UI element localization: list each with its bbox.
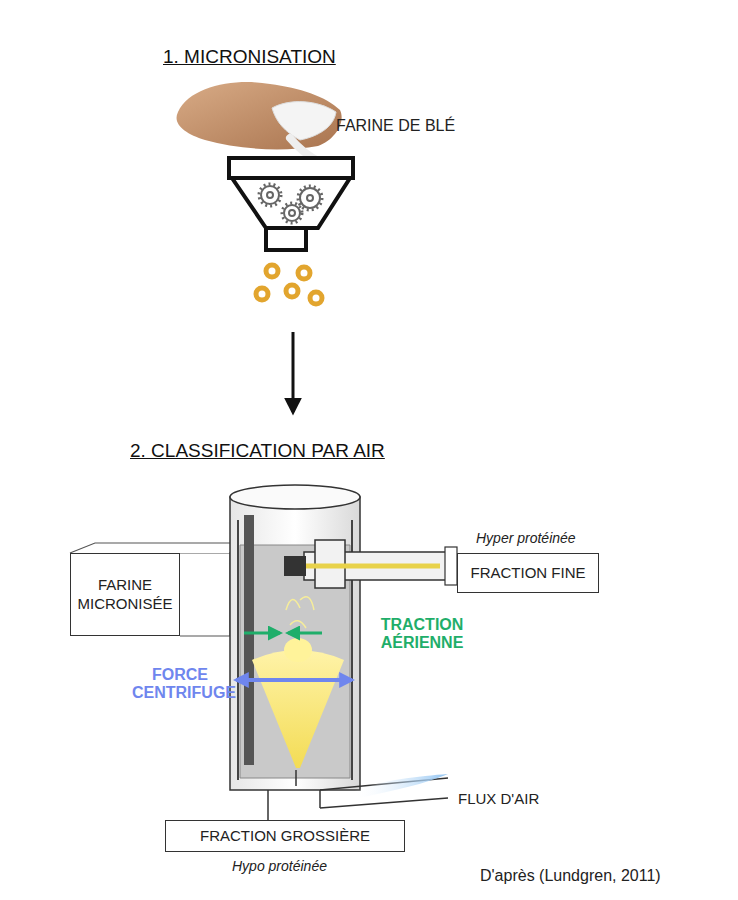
particles	[256, 265, 322, 304]
traction-arrow	[244, 632, 280, 635]
source-note: D'après (Lundgren, 2011)	[480, 866, 661, 885]
classifier-housing	[230, 485, 457, 822]
inlet-duct	[70, 543, 236, 636]
force-label: TRACTION AÉRIENNE	[372, 616, 472, 651]
ingredient-label: FARINE DE BLÉ	[336, 116, 455, 135]
inlet-box: FARINE MICRONISÉE	[70, 553, 180, 636]
traction-arrow	[288, 632, 322, 635]
mill-funnel	[229, 158, 353, 250]
centrifugal-arrow	[236, 678, 352, 682]
fraction-note: Hyper protéinée	[476, 530, 576, 547]
force-label: FORCE CENTRIFUGE	[132, 666, 228, 701]
fraction-note: Hypo protéinée	[232, 858, 327, 875]
airflow-label: FLUX D'AIR	[458, 790, 539, 808]
box-text: FRACTION FINE	[471, 564, 586, 583]
section-heading: 2. CLASSIFICATION PAR AIR	[130, 440, 385, 463]
box-text: FARINE MICRONISÉE	[71, 576, 179, 614]
section-heading: 1. MICRONISATION	[163, 46, 336, 69]
flow-arrow	[292, 332, 295, 412]
output-box: FRACTION FINE	[457, 553, 599, 593]
box-text: FRACTION GROSSIÈRE	[200, 827, 370, 846]
flour-sack	[177, 82, 342, 162]
output-box: FRACTION GROSSIÈRE	[165, 820, 405, 852]
